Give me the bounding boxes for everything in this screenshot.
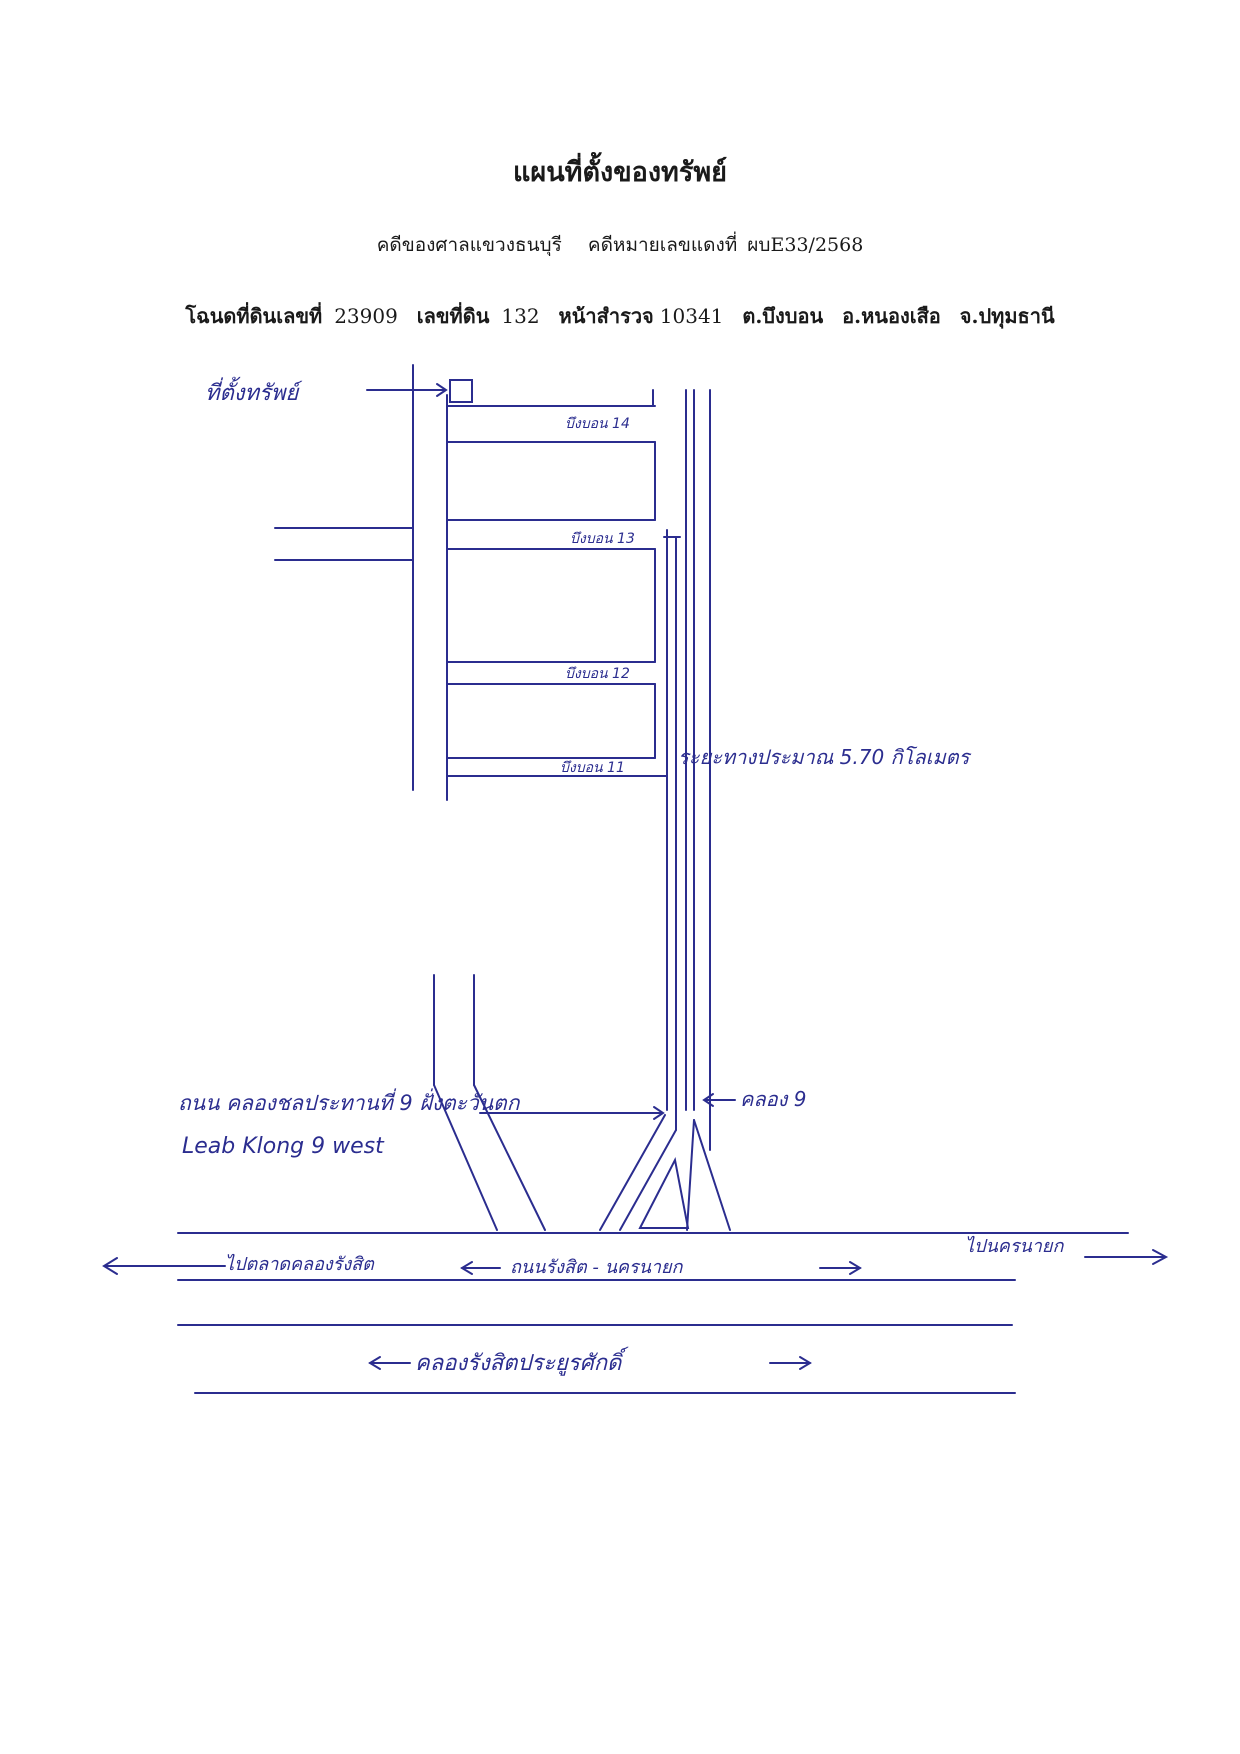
soi-13-label: บึงบอน 13 [570,531,635,547]
land-number: 132 [501,304,540,328]
district: อ.หนองเสือ [842,304,941,328]
road-label-right-arrowhead [849,1261,862,1275]
soi-12-label: บึงบอน 12 [565,666,630,682]
map-lines [102,364,1169,1394]
junction-line [693,1119,731,1231]
main-road-label: ถนนรังสิต - นครนายก [510,1257,684,1278]
document-title: แผนที่ตั้งของทรัพย์ [513,157,727,188]
deed-info-line: โฉนดที่ดินเลขที่ 23909 เลขที่ดิน 132 หน้าส… [0,300,1240,332]
survey-label: หน้าสำรวจ [558,304,654,328]
west-road-english-label: Leab Klong 9 west [182,1134,385,1159]
court-name: คดีของศาลแขวงธนบุรี [376,234,562,256]
junction-line [686,1119,695,1231]
canal-left-arrowhead [368,1356,381,1370]
junction-line [473,1084,546,1231]
to-right-label: ไปนครนายก [965,1235,1064,1257]
province: จ.ปทุมธานี [959,304,1055,328]
land-label: เลขที่ดิน [416,304,490,328]
junction-arrowhead [653,1106,665,1120]
traffic-island [638,1156,690,1229]
soi-14-label: บึงบอน 14 [565,416,630,432]
case-info-line: คดีของศาลแขวงธนบุรี คดีหมายเลขแดงที่ ผบE3… [0,230,1240,260]
west-road-thai-label: ถนน คลองชลประทานที่ 9 ฝั่งตะวันตก [178,1088,521,1115]
klong-9-label: คลอง 9 [740,1087,807,1111]
soi-11-label: บึงบอน 11 [560,760,625,776]
subdistrict: ต.บึงบอน [742,304,824,328]
junction-line [599,1114,666,1231]
junction-line [433,1084,498,1231]
to-left-label: ไปตลาดคลองรังสิต [225,1253,375,1275]
canal-right-arrowhead [799,1356,812,1370]
left-arrowhead [102,1257,118,1275]
right-arrowhead [1152,1249,1169,1265]
survey-number: 10341 [659,304,724,328]
klong-9-arrowhead [702,1093,714,1107]
junction-line [619,1129,677,1231]
case-number-label: คดีหมายเลขแดงที่ [587,234,738,256]
deed-label: โฉนดที่ดินเลขที่ [185,304,323,328]
property-marker [449,379,473,403]
property-label: ที่ตั้งทรัพย์ [205,376,303,406]
canal-label: คลองรังสิตประยูรศักดิ์ [415,1346,630,1376]
road-label-left-arrowhead [460,1261,473,1275]
distance-note: ระยะทางประมาณ 5.70 กิโลเมตร [678,745,972,769]
case-number: ผบE33/2568 [747,234,864,256]
property-arrowhead [436,383,448,397]
deed-number: 23909 [334,304,398,328]
